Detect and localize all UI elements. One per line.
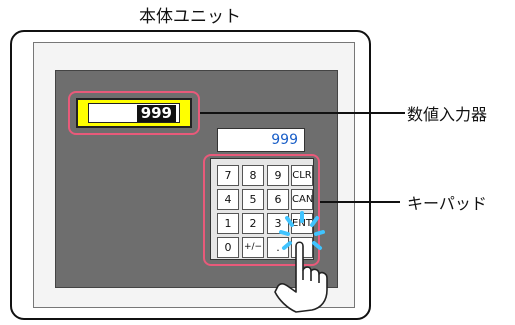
key-6[interactable]: 6 bbox=[267, 189, 289, 210]
tap-illustration bbox=[274, 211, 328, 313]
numeric-input-callout-line bbox=[200, 112, 405, 114]
key-5[interactable]: 5 bbox=[242, 189, 264, 210]
key-1[interactable]: 1 bbox=[217, 213, 239, 234]
key-4[interactable]: 4 bbox=[217, 189, 239, 210]
key-clear[interactable]: CLR bbox=[291, 165, 313, 186]
pointing-hand-icon bbox=[274, 241, 328, 313]
numeric-input-value: 999 bbox=[136, 105, 176, 122]
device-title: 本体ユニット bbox=[139, 7, 241, 27]
numeric-input-callout-label: 数値入力器 bbox=[407, 105, 488, 124]
keypad-callout-label: キーパッド bbox=[407, 194, 487, 213]
keypad-callout-line bbox=[320, 201, 400, 203]
key-8[interactable]: 8 bbox=[242, 165, 264, 186]
numeric-input-field[interactable]: 999 bbox=[76, 98, 192, 128]
key-9[interactable]: 9 bbox=[267, 165, 289, 186]
numeric-input-highlight bbox=[68, 91, 200, 135]
key-2[interactable]: 2 bbox=[242, 213, 264, 234]
key-7[interactable]: 7 bbox=[217, 165, 239, 186]
key-plus-minus[interactable]: +/− bbox=[242, 237, 264, 258]
key-decimal[interactable]: . bbox=[267, 237, 289, 258]
keypad-highlight bbox=[203, 154, 320, 266]
keypad-display: 999 bbox=[217, 128, 305, 152]
key-0[interactable]: 0 bbox=[217, 237, 239, 258]
numeric-input-frame: 999 bbox=[88, 103, 180, 123]
key-cancel[interactable]: CAN bbox=[291, 189, 313, 210]
tap-burst-icon bbox=[279, 211, 325, 250]
